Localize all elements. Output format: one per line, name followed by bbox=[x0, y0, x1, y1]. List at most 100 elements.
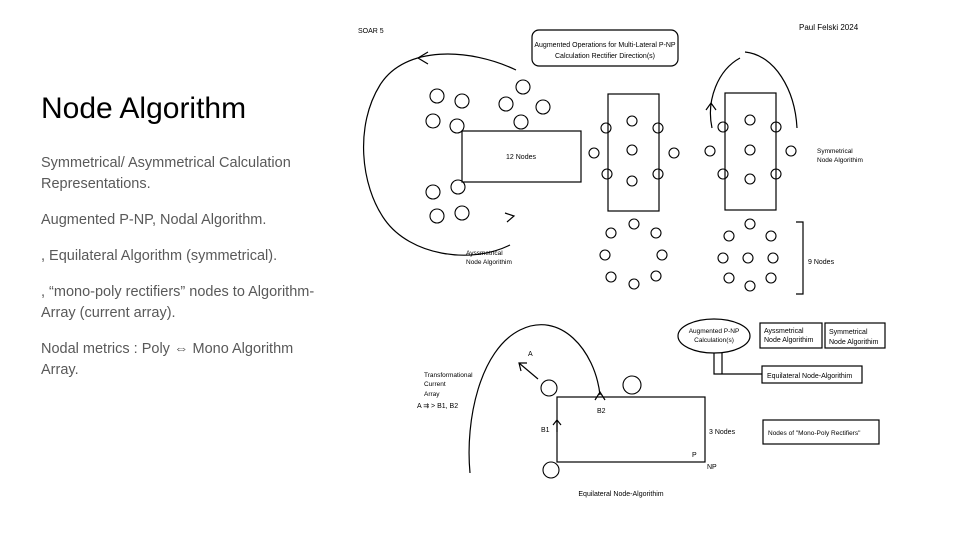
aug-ellipse bbox=[677, 318, 751, 354]
three-nodes-label: 3 Nodes bbox=[709, 429, 736, 436]
node-circle bbox=[650, 227, 662, 239]
asym-box bbox=[759, 322, 823, 349]
node-circle bbox=[785, 145, 797, 157]
asym-label-2: Node Algorithim bbox=[466, 259, 512, 266]
node-circle bbox=[656, 249, 668, 261]
node-circle bbox=[454, 93, 470, 109]
node-circle bbox=[429, 208, 445, 224]
node-circle bbox=[605, 271, 617, 283]
node-circle bbox=[601, 168, 613, 180]
sym-box bbox=[824, 322, 886, 349]
equilateral-caption: Equilateral Node-Algorithim bbox=[578, 491, 663, 498]
asym-label-1: Ayssmetrical bbox=[466, 250, 503, 257]
node-circle bbox=[425, 184, 441, 200]
aug-ellipse-1: Augmented P-NP bbox=[689, 328, 740, 335]
node-circle bbox=[542, 461, 560, 479]
node-circle bbox=[622, 375, 642, 395]
node-circle bbox=[425, 113, 441, 129]
nine-nodes-bracket bbox=[796, 221, 804, 295]
node-circle bbox=[498, 96, 514, 112]
mono-poly-label: Nodes of "Mono-Poly Rectifiers" bbox=[768, 430, 861, 437]
header-box bbox=[531, 29, 679, 67]
middle-rect bbox=[607, 93, 660, 212]
node-circle bbox=[540, 379, 558, 397]
label-b1: B1 bbox=[541, 427, 550, 434]
twelve-nodes-label: 12 Nodes bbox=[506, 154, 536, 161]
node-circle bbox=[449, 118, 465, 134]
label-np: NP bbox=[707, 464, 717, 471]
node-circle bbox=[765, 230, 777, 242]
node-circle bbox=[767, 252, 779, 264]
node-circle bbox=[723, 272, 735, 284]
twelve-nodes-rect bbox=[461, 130, 582, 183]
bullet-list: Symmetrical/ Asymmetrical Calculation Re… bbox=[41, 153, 331, 396]
equilateral-rect bbox=[556, 396, 706, 463]
sym-box-2: Node Algorithim bbox=[829, 339, 879, 346]
bullet-item: , “mono-poly rectifiers” nodes to Algori… bbox=[41, 284, 315, 321]
node-circle bbox=[626, 115, 638, 127]
node-circle bbox=[628, 278, 640, 290]
bullet-item: Nodal metrics : Poly ⇔ Mono Algorithm Ar… bbox=[41, 341, 294, 378]
node-circle bbox=[454, 205, 470, 221]
node-circle bbox=[429, 88, 445, 104]
asym-box-2: Node Algorithim bbox=[764, 337, 814, 344]
node-circle bbox=[742, 252, 754, 264]
transform-2: Current bbox=[424, 381, 446, 388]
node-circle bbox=[626, 175, 638, 187]
node-circle bbox=[770, 121, 782, 133]
node-circle bbox=[744, 114, 756, 126]
a-arrow-line bbox=[518, 362, 539, 380]
transform-4: A ⇉ > B1, B2 bbox=[417, 403, 458, 410]
label-p: P bbox=[692, 452, 697, 459]
node-circle bbox=[605, 227, 617, 239]
node-circle bbox=[513, 114, 529, 130]
node-circle bbox=[770, 168, 782, 180]
sym-arc-left bbox=[709, 57, 741, 129]
asym-arc bbox=[362, 53, 517, 256]
node-circle bbox=[744, 144, 756, 156]
node-circle bbox=[628, 218, 640, 230]
node-circle bbox=[704, 145, 716, 157]
asym-box-1: Ayssmetrical bbox=[764, 328, 804, 335]
node-circle bbox=[717, 168, 729, 180]
asym-arrow-top bbox=[416, 51, 429, 65]
node-circle bbox=[652, 122, 664, 134]
node-circle bbox=[588, 147, 600, 159]
node-circle bbox=[652, 168, 664, 180]
bullet-item: Symmetrical/ Asymmetrical Calculation Re… bbox=[41, 155, 291, 192]
node-circle bbox=[765, 272, 777, 284]
aug-ellipse-2: Calculation(s) bbox=[694, 337, 734, 344]
transform-arrow bbox=[594, 390, 606, 401]
node-circle bbox=[717, 121, 729, 133]
node-circle bbox=[515, 79, 531, 95]
sym-arc-right bbox=[744, 51, 798, 129]
transform-arc bbox=[468, 324, 601, 474]
header-line-2: Calculation Rectifier Direction(s) bbox=[555, 53, 655, 60]
mono-poly-box bbox=[762, 419, 880, 445]
sym-label-1: Symmetrical bbox=[817, 148, 853, 155]
sym-box-1: Symmetrical bbox=[829, 329, 868, 336]
author-label: Paul Felski 2024 bbox=[799, 23, 859, 32]
b1-arrow-head bbox=[552, 419, 562, 426]
label-b2: B2 bbox=[597, 408, 606, 415]
connector-line bbox=[713, 353, 762, 375]
node-circle bbox=[668, 147, 680, 159]
a-arrow-head bbox=[518, 362, 527, 372]
node-circle bbox=[744, 218, 756, 230]
sym-label-2: Node Algorithim bbox=[817, 157, 863, 164]
node-circle bbox=[723, 230, 735, 242]
soar-label: SOAR 5 bbox=[358, 28, 384, 35]
node-circle bbox=[450, 179, 466, 195]
bullet-item: , Equilateral Algorithm (symmetrical). bbox=[41, 248, 278, 264]
transform-3: Array bbox=[424, 391, 440, 398]
sym-arrow bbox=[705, 101, 717, 111]
nine-nodes-label: 9 Nodes bbox=[808, 259, 835, 266]
node-circle bbox=[599, 249, 611, 261]
equilateral-box-label: Equilateral Node-Algorithim bbox=[767, 373, 852, 380]
node-circle bbox=[744, 173, 756, 185]
label-a: A bbox=[528, 351, 533, 358]
header-line-1: Augmented Operations for Multi-Lateral P… bbox=[534, 42, 676, 49]
node-circle bbox=[650, 270, 662, 282]
bullet-item: Augmented P-NP, Nodal Algorithm. bbox=[41, 212, 267, 228]
